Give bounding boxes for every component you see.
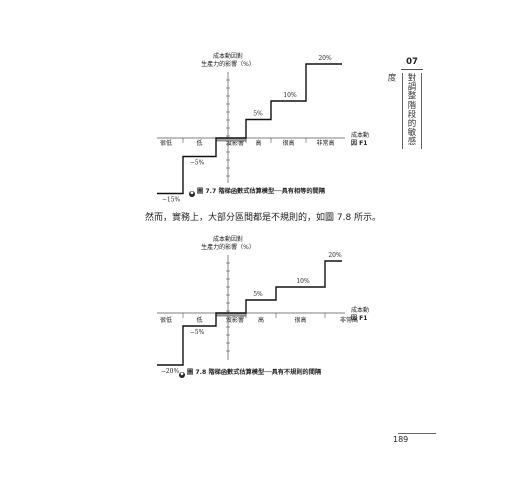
step-function-line xyxy=(157,260,342,366)
x-tick-label: 低 xyxy=(196,139,202,147)
y-axis-label: 生產力的影響（%） xyxy=(201,243,255,251)
x-tick-label: 高 xyxy=(255,139,261,147)
data-label: −5% xyxy=(190,329,205,336)
x-tick-label: 非常高 xyxy=(340,316,358,324)
y-axis-label: 成本動因對 xyxy=(213,235,243,243)
x-tick-label: 低 xyxy=(196,316,202,324)
data-label: −20% xyxy=(161,368,180,375)
y-axis-label: 成本動因對 xyxy=(213,52,243,60)
x-axis-label: 成本動 xyxy=(351,306,369,314)
x-axis-label: 因 F1 xyxy=(351,139,367,147)
data-label: 20% xyxy=(318,55,332,62)
x-axis-label: 成本動 xyxy=(351,131,369,139)
x-tick-label: 沒影響 xyxy=(226,139,244,147)
figure-7-7-caption: ◆圖 7.7 階梯函數式估算模型──具有相等的間隔 xyxy=(189,188,325,197)
data-label: −5% xyxy=(190,160,205,167)
data-label: −15% xyxy=(162,197,181,204)
chapter-divider xyxy=(401,69,423,70)
data-label: 10% xyxy=(283,92,297,99)
x-tick-label: 沒影響 xyxy=(226,316,244,324)
chapter-tab: 07 對調整階段的敏感度 xyxy=(386,57,424,149)
step-function-line xyxy=(157,63,342,195)
x-axis-label: 因 F1 xyxy=(351,314,367,322)
data-label: 10% xyxy=(296,278,310,285)
x-tick-label: 很高 xyxy=(282,139,294,147)
page-number-rule xyxy=(398,433,436,434)
page-number: 189 xyxy=(393,435,409,444)
body-paragraph: 然而，實務上，大部分區間都是不規則的，如圖 7.8 所示。 xyxy=(145,213,382,223)
chapter-title: 對調整階段的敏感度 xyxy=(386,73,422,149)
data-label: 5% xyxy=(253,291,263,298)
data-label: 5% xyxy=(253,111,263,118)
chapter-number: 07 xyxy=(406,57,418,67)
x-tick-label: 很高 xyxy=(294,316,306,324)
data-label: 20% xyxy=(328,252,342,259)
figure-7-8-caption: ◆圖 7.8 階梯函數式估算模型──具有不規則的間隔 xyxy=(179,369,322,378)
x-tick-label: 很低 xyxy=(160,316,172,324)
x-tick-label: 高 xyxy=(258,316,264,324)
caption-bullet-icon: ◆ xyxy=(189,191,195,197)
x-tick-label: 很低 xyxy=(160,139,172,147)
y-axis-label: 生產力的影響（%） xyxy=(201,60,255,68)
caption-bullet-icon: ◆ xyxy=(179,372,185,378)
x-tick-label: 非常高 xyxy=(316,139,334,147)
